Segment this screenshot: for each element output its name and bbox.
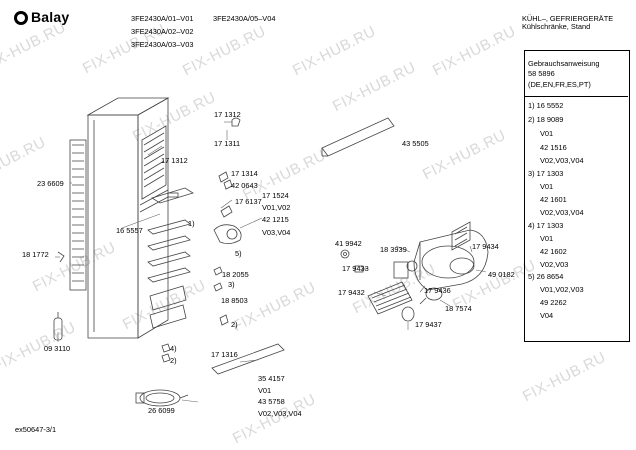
part-label: 23 6609 xyxy=(37,179,64,188)
door-handle xyxy=(321,117,395,157)
part-label: 17 6137 xyxy=(235,197,262,206)
part-label: 17 9437 xyxy=(415,320,442,329)
part-label: 18 3939 xyxy=(380,245,407,254)
mains-cable xyxy=(135,389,189,407)
panel-entry: 42 1601 xyxy=(540,195,567,204)
part-label: 18 2055 xyxy=(222,270,249,279)
brand-logo: Balay xyxy=(14,9,84,26)
panel-entry: 3) 17 1303 xyxy=(528,169,564,178)
lamp-cover xyxy=(220,205,233,218)
panel-entry: V02,V03,V04 xyxy=(540,208,584,217)
model-code: 3FE2430A/05–V04 xyxy=(213,14,276,23)
part-label: 17 9433 xyxy=(342,264,369,273)
doc-languages: (DE,EN,FR,ES,PT) xyxy=(528,80,591,89)
panel-entry: V01 xyxy=(540,234,554,243)
panel-entry: 5) 26 8654 xyxy=(528,272,564,281)
model-code: 3FE2430A/01–V01 xyxy=(131,14,194,23)
doc-label: Gebrauchsanweisung xyxy=(528,59,600,68)
callout-label: 5) xyxy=(235,249,242,258)
hinge-pin xyxy=(213,282,223,292)
panel-entry: 1) 16 5552 xyxy=(528,101,564,110)
fan-assembly xyxy=(413,229,489,291)
panel-entry: 42 1602 xyxy=(540,247,567,256)
fan-grill xyxy=(367,281,413,315)
mounting-bracket xyxy=(451,221,471,251)
part-label: 42 0643 xyxy=(231,181,258,190)
condenser-coil xyxy=(69,139,87,291)
part-label: 35 4157 xyxy=(258,374,285,383)
part-label: 26 6099 xyxy=(148,406,175,415)
panel-entry: 4) 17 1303 xyxy=(528,221,564,230)
fan-damper xyxy=(213,224,242,244)
part-label: 17 1311 xyxy=(214,139,241,148)
light-switch xyxy=(223,179,233,190)
part-label: V01 xyxy=(258,386,272,395)
info-panel xyxy=(524,50,630,342)
panel-entry: 2) 18 9089 xyxy=(528,115,564,124)
panel-entry: V01 xyxy=(540,182,554,191)
part-label: 09 3110 xyxy=(44,344,71,353)
pipe-connector xyxy=(57,251,65,263)
door-hinge-top xyxy=(231,117,241,127)
part-label: 17 1314 xyxy=(231,169,258,178)
panel-entry: V04 xyxy=(540,311,554,320)
part-label: 17 9436 xyxy=(424,286,451,295)
part-label: 17 9432 xyxy=(338,288,365,297)
brand-logo-text: Balay xyxy=(31,9,70,25)
fan-blade xyxy=(340,249,350,259)
part-label: 17 1524 xyxy=(262,191,289,200)
thermostat-sensor xyxy=(419,287,443,305)
part-label: 42 1215 xyxy=(262,215,289,224)
foot-small-a xyxy=(161,343,171,353)
part-label: 17 1312 xyxy=(161,156,188,165)
hinge-cap xyxy=(213,266,223,276)
panel-entry: 49 2262 xyxy=(540,298,567,307)
coupling-cylinder xyxy=(401,306,415,322)
foot-small-b xyxy=(161,353,171,363)
panel-entry: V02,V03,V04 xyxy=(540,156,584,165)
part-label: 41 9942 xyxy=(335,239,362,248)
part-label: 43 5758 xyxy=(258,397,285,406)
page-subtitle: Kühlschränke, Stand xyxy=(522,22,591,31)
callout-label: 2) xyxy=(170,356,177,365)
panel-entry: 42 1516 xyxy=(540,143,567,152)
evaporator-plate xyxy=(141,125,167,200)
part-label: 49 0182 xyxy=(488,270,515,279)
part-label: 17 1316 xyxy=(211,350,238,359)
doc-number: 58 5896 xyxy=(528,69,555,78)
bottom-handle xyxy=(211,343,285,375)
lamp-holder xyxy=(218,171,229,183)
callout-label: 2) xyxy=(231,320,238,329)
panel-entry: V01,V02,V03 xyxy=(540,285,584,294)
footer-code: ex50647-3/1 xyxy=(15,425,57,434)
callout-label: 3) xyxy=(228,280,235,289)
thermostat-box xyxy=(151,187,194,204)
model-code: 3FE2430A/02–V02 xyxy=(131,27,194,36)
callout-label: 1) xyxy=(188,219,195,228)
part-label: 43 5505 xyxy=(402,139,429,148)
fridge-shelves xyxy=(147,219,191,329)
info-panel-divider xyxy=(524,96,628,97)
model-code: 3FE2430A/03–V03 xyxy=(131,40,194,49)
part-label: V03,V04 xyxy=(262,228,291,237)
part-label: 18 1772 xyxy=(22,250,49,259)
leader-lines xyxy=(55,121,487,403)
part-label: V01,V02 xyxy=(262,203,291,212)
foot-screw xyxy=(219,314,229,326)
part-label: 17 1312 xyxy=(214,110,241,119)
part-label: 18 7574 xyxy=(445,304,472,313)
brand-logo-icon xyxy=(14,11,28,25)
part-label: 16 5557 xyxy=(116,226,143,235)
part-label: 17 9434 xyxy=(472,242,499,251)
fridge-cabinet xyxy=(86,97,170,339)
fan-motor xyxy=(393,260,418,279)
page-title: KÜHL–, GEFRIERGERÄTE xyxy=(522,14,614,23)
part-label: 18 8503 xyxy=(221,296,248,305)
part-label: V02,V03,V04 xyxy=(258,409,302,418)
callout-label: 4) xyxy=(170,344,177,353)
panel-entry: V02,V03 xyxy=(540,260,569,269)
panel-entry: V01 xyxy=(540,129,554,138)
